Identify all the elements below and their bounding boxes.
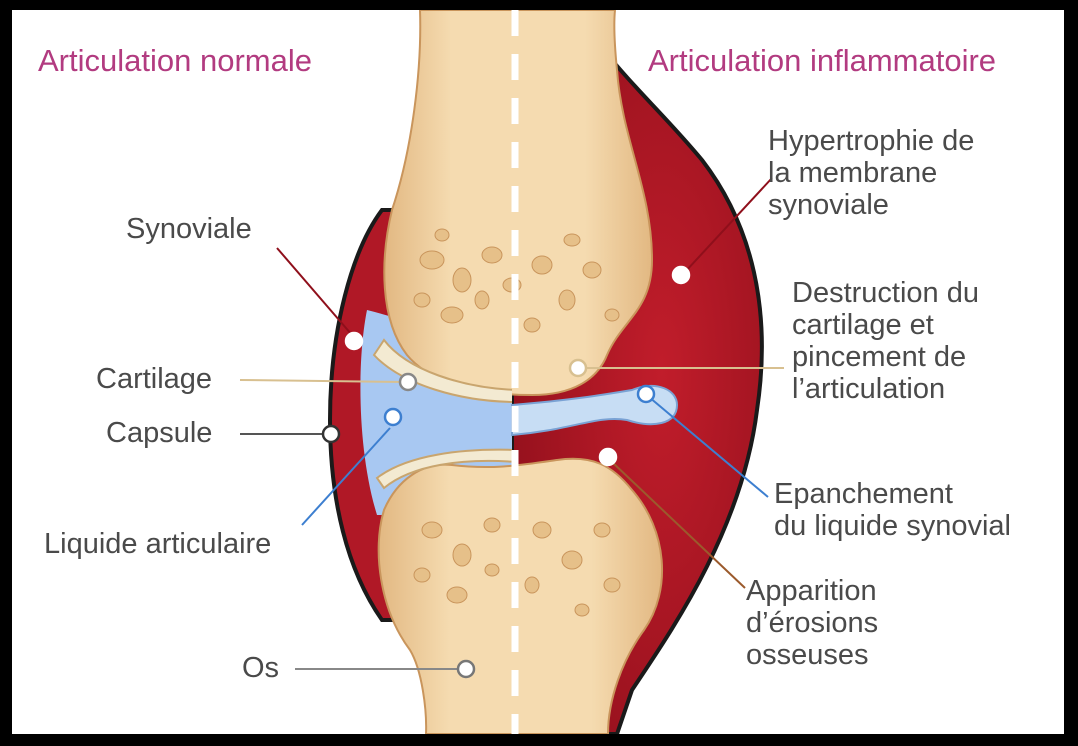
heading-inflammatory: Articulation inflammatoire	[648, 44, 996, 78]
label-epanchement: Epanchement du liquide synovial	[774, 478, 1011, 542]
label-synoviale: Synoviale	[126, 213, 252, 245]
diagram-canvas: Articulation normale Articulation inflam…	[12, 10, 1064, 734]
label-erosions: Apparition d’érosions osseuses	[746, 575, 878, 671]
heading-normal: Articulation normale	[38, 44, 312, 78]
label-capsule: Capsule	[106, 417, 212, 449]
label-liquide: Liquide articulaire	[44, 528, 271, 560]
label-cartilage: Cartilage	[96, 363, 212, 395]
label-destruction: Destruction du cartilage et pincement de…	[792, 277, 979, 405]
label-os: Os	[242, 652, 279, 684]
label-hypertrophie: Hypertrophie de la membrane synoviale	[768, 125, 974, 221]
